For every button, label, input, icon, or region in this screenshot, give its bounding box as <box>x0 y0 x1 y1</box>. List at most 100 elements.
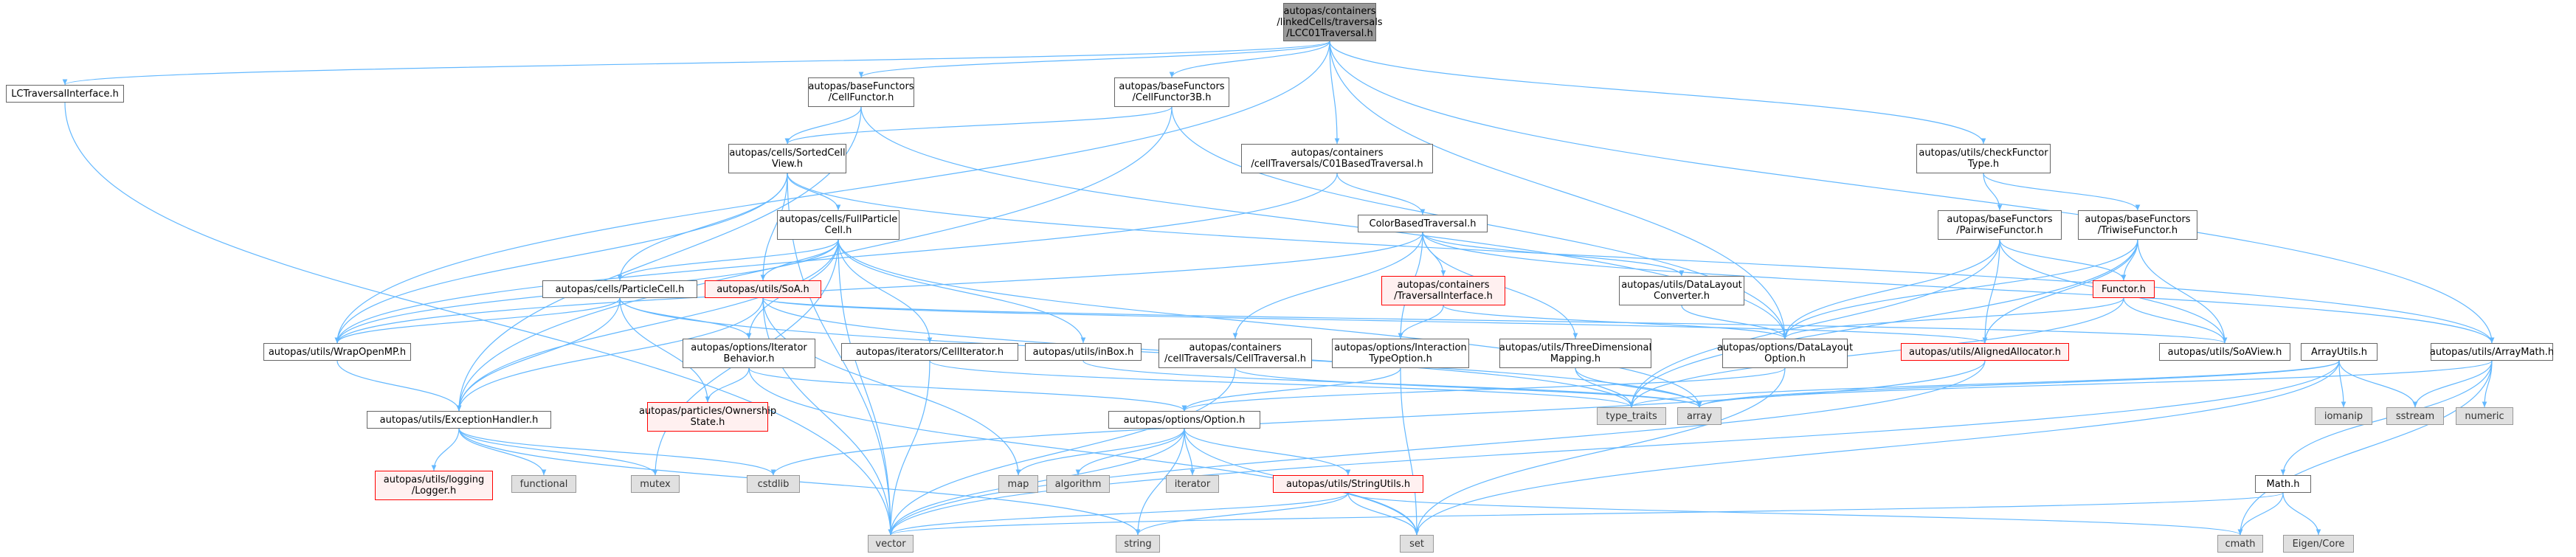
node-label-line: Cell.h <box>824 225 852 236</box>
node-label-line: autopas/utils/logging <box>383 474 485 485</box>
node-particlecell[interactable]: autopas/cells/ParticleCell.h <box>542 280 697 298</box>
node-string: string <box>1116 535 1160 553</box>
edge-option-to-stringutils <box>1184 428 1351 476</box>
edge-sortedcellview-to-wrapopenmp <box>334 173 788 344</box>
edge-iteratorbehavior-to-option <box>748 367 1187 412</box>
node-label-line: Eigen/Core <box>2292 538 2345 550</box>
edge-c01based-to-colorbased <box>1336 173 1426 215</box>
edge-sortedcellview-to-arraymath <box>787 173 2495 344</box>
node-arraymath[interactable]: autopas/utils/ArrayMath.h <box>2429 343 2555 361</box>
node-cellfunctor3b[interactable]: autopas/baseFunctors/CellFunctor3B.h <box>1114 77 1229 107</box>
node-label-line: autopas/utils/SoA.h <box>716 283 809 295</box>
node-traversalinterface[interactable]: autopas/containers/TraversalInterface.h <box>1381 276 1505 305</box>
node-c01basedtraversal[interactable]: autopas/containers/cellTraversals/C01Bas… <box>1241 144 1433 173</box>
node-stringutils[interactable]: autopas/utils/StringUtils.h <box>1273 475 1423 493</box>
node-label-line: autopas/baseFunctors <box>2085 214 2191 225</box>
node-label-line: array <box>1686 410 1713 422</box>
node-label-line: autopas/utils/SoAView.h <box>2167 346 2282 358</box>
node-label-line: algorithm <box>1054 478 1102 490</box>
edge-arrayutils-to-array <box>1696 360 2340 408</box>
node-soa[interactable]: autopas/utils/SoA.h <box>705 280 821 298</box>
edge-fullparticlecell-to-exceptionhandler <box>456 239 839 412</box>
edge-option-to-algorithm <box>1075 428 1185 476</box>
edge-soa-to-exceptionhandler <box>456 297 764 412</box>
edge-colorbased-to-celltraversal <box>1232 232 1423 339</box>
node-label-line: autopas/utils/ThreeDimensional <box>1499 342 1652 353</box>
edge-exceptionhandler-to-logger <box>431 428 460 471</box>
node-label-line: /TraversalInterface.h <box>1394 291 1493 302</box>
node-alignedallocator[interactable]: autopas/utils/AlignedAllocator.h <box>1901 343 2069 361</box>
node-label-line: vector <box>875 538 906 550</box>
node-logger[interactable]: autopas/utils/logging/Logger.h <box>375 471 493 500</box>
node-label-line: iterator <box>1174 478 1211 490</box>
node-arrayutils[interactable]: ArrayUtils.h <box>2301 343 2378 361</box>
node-label-line: autopas/options/Interaction <box>1334 342 1467 353</box>
edge-iteratorbehavior-to-ownershipstate <box>705 367 750 403</box>
node-soaview[interactable]: autopas/utils/SoAView.h <box>2159 343 2290 361</box>
edge-cellfunctor3b-to-sortedcellview <box>784 106 1173 145</box>
node-label-line: ArrayUtils.h <box>2311 346 2367 358</box>
node-sstream: sstream <box>2386 407 2444 425</box>
node-celliterator[interactable]: autopas/iterators/CellIterator.h <box>841 343 1018 361</box>
edge-fullparticlecell-to-soa <box>760 239 839 281</box>
node-label-line: autopas/cells/SortedCell <box>729 148 846 159</box>
node-label-line: autopas/utils/AlignedAllocator.h <box>1909 346 2061 358</box>
node-triwisefunctor[interactable]: autopas/baseFunctors/TriwiseFunctor.h <box>2078 210 2197 240</box>
node-label-line: /CellFunctor.h <box>828 92 894 103</box>
node-label-line: string <box>1124 538 1152 550</box>
node-math[interactable]: Math.h <box>2255 475 2311 493</box>
edge-exceptionhandler-to-functional <box>458 428 547 476</box>
node-label-line: functional <box>519 478 568 490</box>
node-label-line: /cellTraversals/CellTraversal.h <box>1164 353 1307 364</box>
edge-checkfunctortype-to-pairwisefunctor <box>1983 173 2003 211</box>
edge-alignedallocator-to-vector <box>888 360 1986 536</box>
edge-root-to-cellfunctor <box>858 41 1330 78</box>
edge-alignedallocator-to-cstdlib <box>770 360 1986 476</box>
node-label-line: cmath <box>2225 538 2256 550</box>
node-functional: functional <box>511 475 576 493</box>
edge-colorbased-to-arraymath <box>1422 232 2495 344</box>
node-set: set <box>1400 535 1434 553</box>
node-celltraversal[interactable]: autopas/containers/cellTraversals/CellTr… <box>1158 339 1312 368</box>
edge-root-to-c01based <box>1329 41 1340 145</box>
edge-soa-to-map <box>762 297 1021 476</box>
node-functor[interactable]: Functor.h <box>2093 280 2155 298</box>
node-option[interactable]: autopas/options/Option.h <box>1108 411 1260 429</box>
edge-particlecell-to-iteratorbehavior <box>619 297 752 339</box>
node-cmath: cmath <box>2217 535 2263 553</box>
edge-math-to-cmath <box>2237 492 2284 536</box>
node-label-line: /linkedCells/traversals <box>1277 16 1383 28</box>
edge-datalayoutconverter-to-datalayoutoption <box>1681 305 1788 339</box>
node-algorithm: algorithm <box>1046 475 1110 493</box>
node-wrapopenmp[interactable]: autopas/utils/WrapOpenMP.h <box>263 343 411 361</box>
edge-fullparticlecell-to-celliterator <box>838 239 933 344</box>
node-label-line: Converter.h <box>1654 291 1710 302</box>
edge-pairwisefunctor-to-datalayoutoption <box>1782 239 2000 339</box>
edge-wrapopenmp-to-exceptionhandler <box>336 360 462 412</box>
node-pairwisefunctor[interactable]: autopas/baseFunctors/PairwiseFunctor.h <box>1938 210 2062 240</box>
node-cstdlib: cstdlib <box>747 475 800 493</box>
node-type-traits: type_traits <box>1597 407 1666 425</box>
node-inbox[interactable]: autopas/utils/inBox.h <box>1025 343 1142 361</box>
node-colorbasedtraversal[interactable]: ColorBasedTraversal.h <box>1358 215 1488 232</box>
node-cellfunctor[interactable]: autopas/baseFunctors/CellFunctor.h <box>808 77 914 107</box>
edge-option-to-map <box>1015 428 1185 476</box>
edge-celltraversal-to-vector <box>888 367 1236 536</box>
node-root-lcc01traversal: autopas/containers/linkedCells/traversal… <box>1277 3 1383 41</box>
edge-exceptionhandler-to-cstdlib <box>458 428 776 476</box>
node-label-line: autopas/utils/ArrayMath.h <box>2429 346 2555 358</box>
node-label-line: mutex <box>640 478 671 490</box>
node-lctraversalinterface[interactable]: LCTraversalInterface.h <box>6 85 124 103</box>
edge-root-to-datalayoutoption <box>1329 41 1788 339</box>
edge-celltraversal-to-array <box>1235 367 1702 408</box>
node-exceptionhandler[interactable]: autopas/utils/ExceptionHandler.h <box>367 411 551 429</box>
